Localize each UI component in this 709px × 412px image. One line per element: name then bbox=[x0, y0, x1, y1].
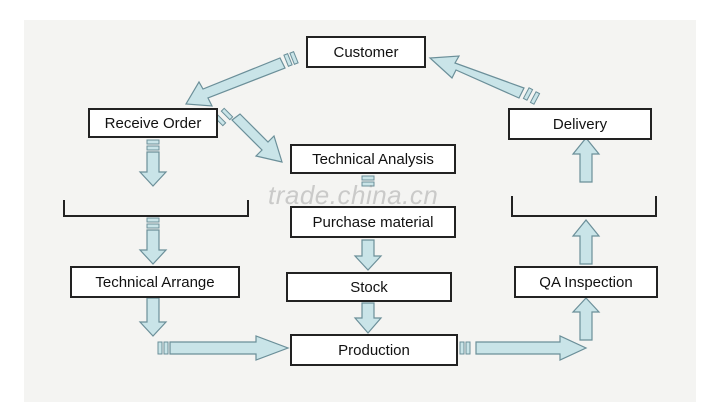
delivery-label: Delivery bbox=[552, 115, 608, 133]
delivery-box: Delivery bbox=[508, 108, 652, 140]
technical-analysis-box: Technical Analysis bbox=[290, 144, 456, 174]
arrow-receive-order-to-technical-analysis bbox=[213, 107, 283, 163]
arrow-to-delivery bbox=[571, 137, 601, 183]
technical-arrange-label: Technical Arrange bbox=[95, 273, 215, 291]
customer-box: Customer bbox=[306, 36, 426, 68]
arrow-technical-arrange-to-production bbox=[138, 297, 290, 361]
purchase-material-label: Purchase material bbox=[312, 213, 434, 231]
watermark: trade.china.cn bbox=[268, 180, 439, 210]
arrow-receive-order-down bbox=[138, 139, 168, 187]
arrow-to-technical-arrange bbox=[138, 217, 168, 265]
stock-box: Stock bbox=[286, 272, 452, 302]
production-label: Production bbox=[338, 341, 410, 359]
stock-label: Stock bbox=[350, 278, 388, 296]
purchase-material-box: Purchase material bbox=[290, 206, 456, 238]
customer-label: Customer bbox=[333, 43, 399, 61]
arrow-delivery-to-customer bbox=[428, 55, 541, 105]
receive-order-box: Receive Order bbox=[88, 108, 218, 138]
qa-inspection-box: QA Inspection bbox=[514, 266, 658, 298]
technical-arrange-box: Technical Arrange bbox=[70, 266, 240, 298]
qa-inspection-label: QA Inspection bbox=[539, 273, 633, 291]
technical-analysis-label: Technical Analysis bbox=[312, 150, 434, 168]
receive-order-label: Receive Order bbox=[104, 114, 202, 132]
arrow-technical-analysis-to-purchase bbox=[361, 175, 375, 187]
production-box: Production bbox=[290, 334, 458, 366]
hidden-step-bracket-right bbox=[511, 196, 657, 217]
arrow-stock-to-production bbox=[353, 302, 383, 334]
hidden-step-bracket-left bbox=[63, 200, 249, 217]
arrow-customer-to-receive-order bbox=[184, 51, 299, 107]
arrow-purchase-to-stock bbox=[353, 239, 383, 271]
arrow-production-to-qa bbox=[459, 297, 601, 361]
arrow-qa-up bbox=[571, 219, 601, 265]
